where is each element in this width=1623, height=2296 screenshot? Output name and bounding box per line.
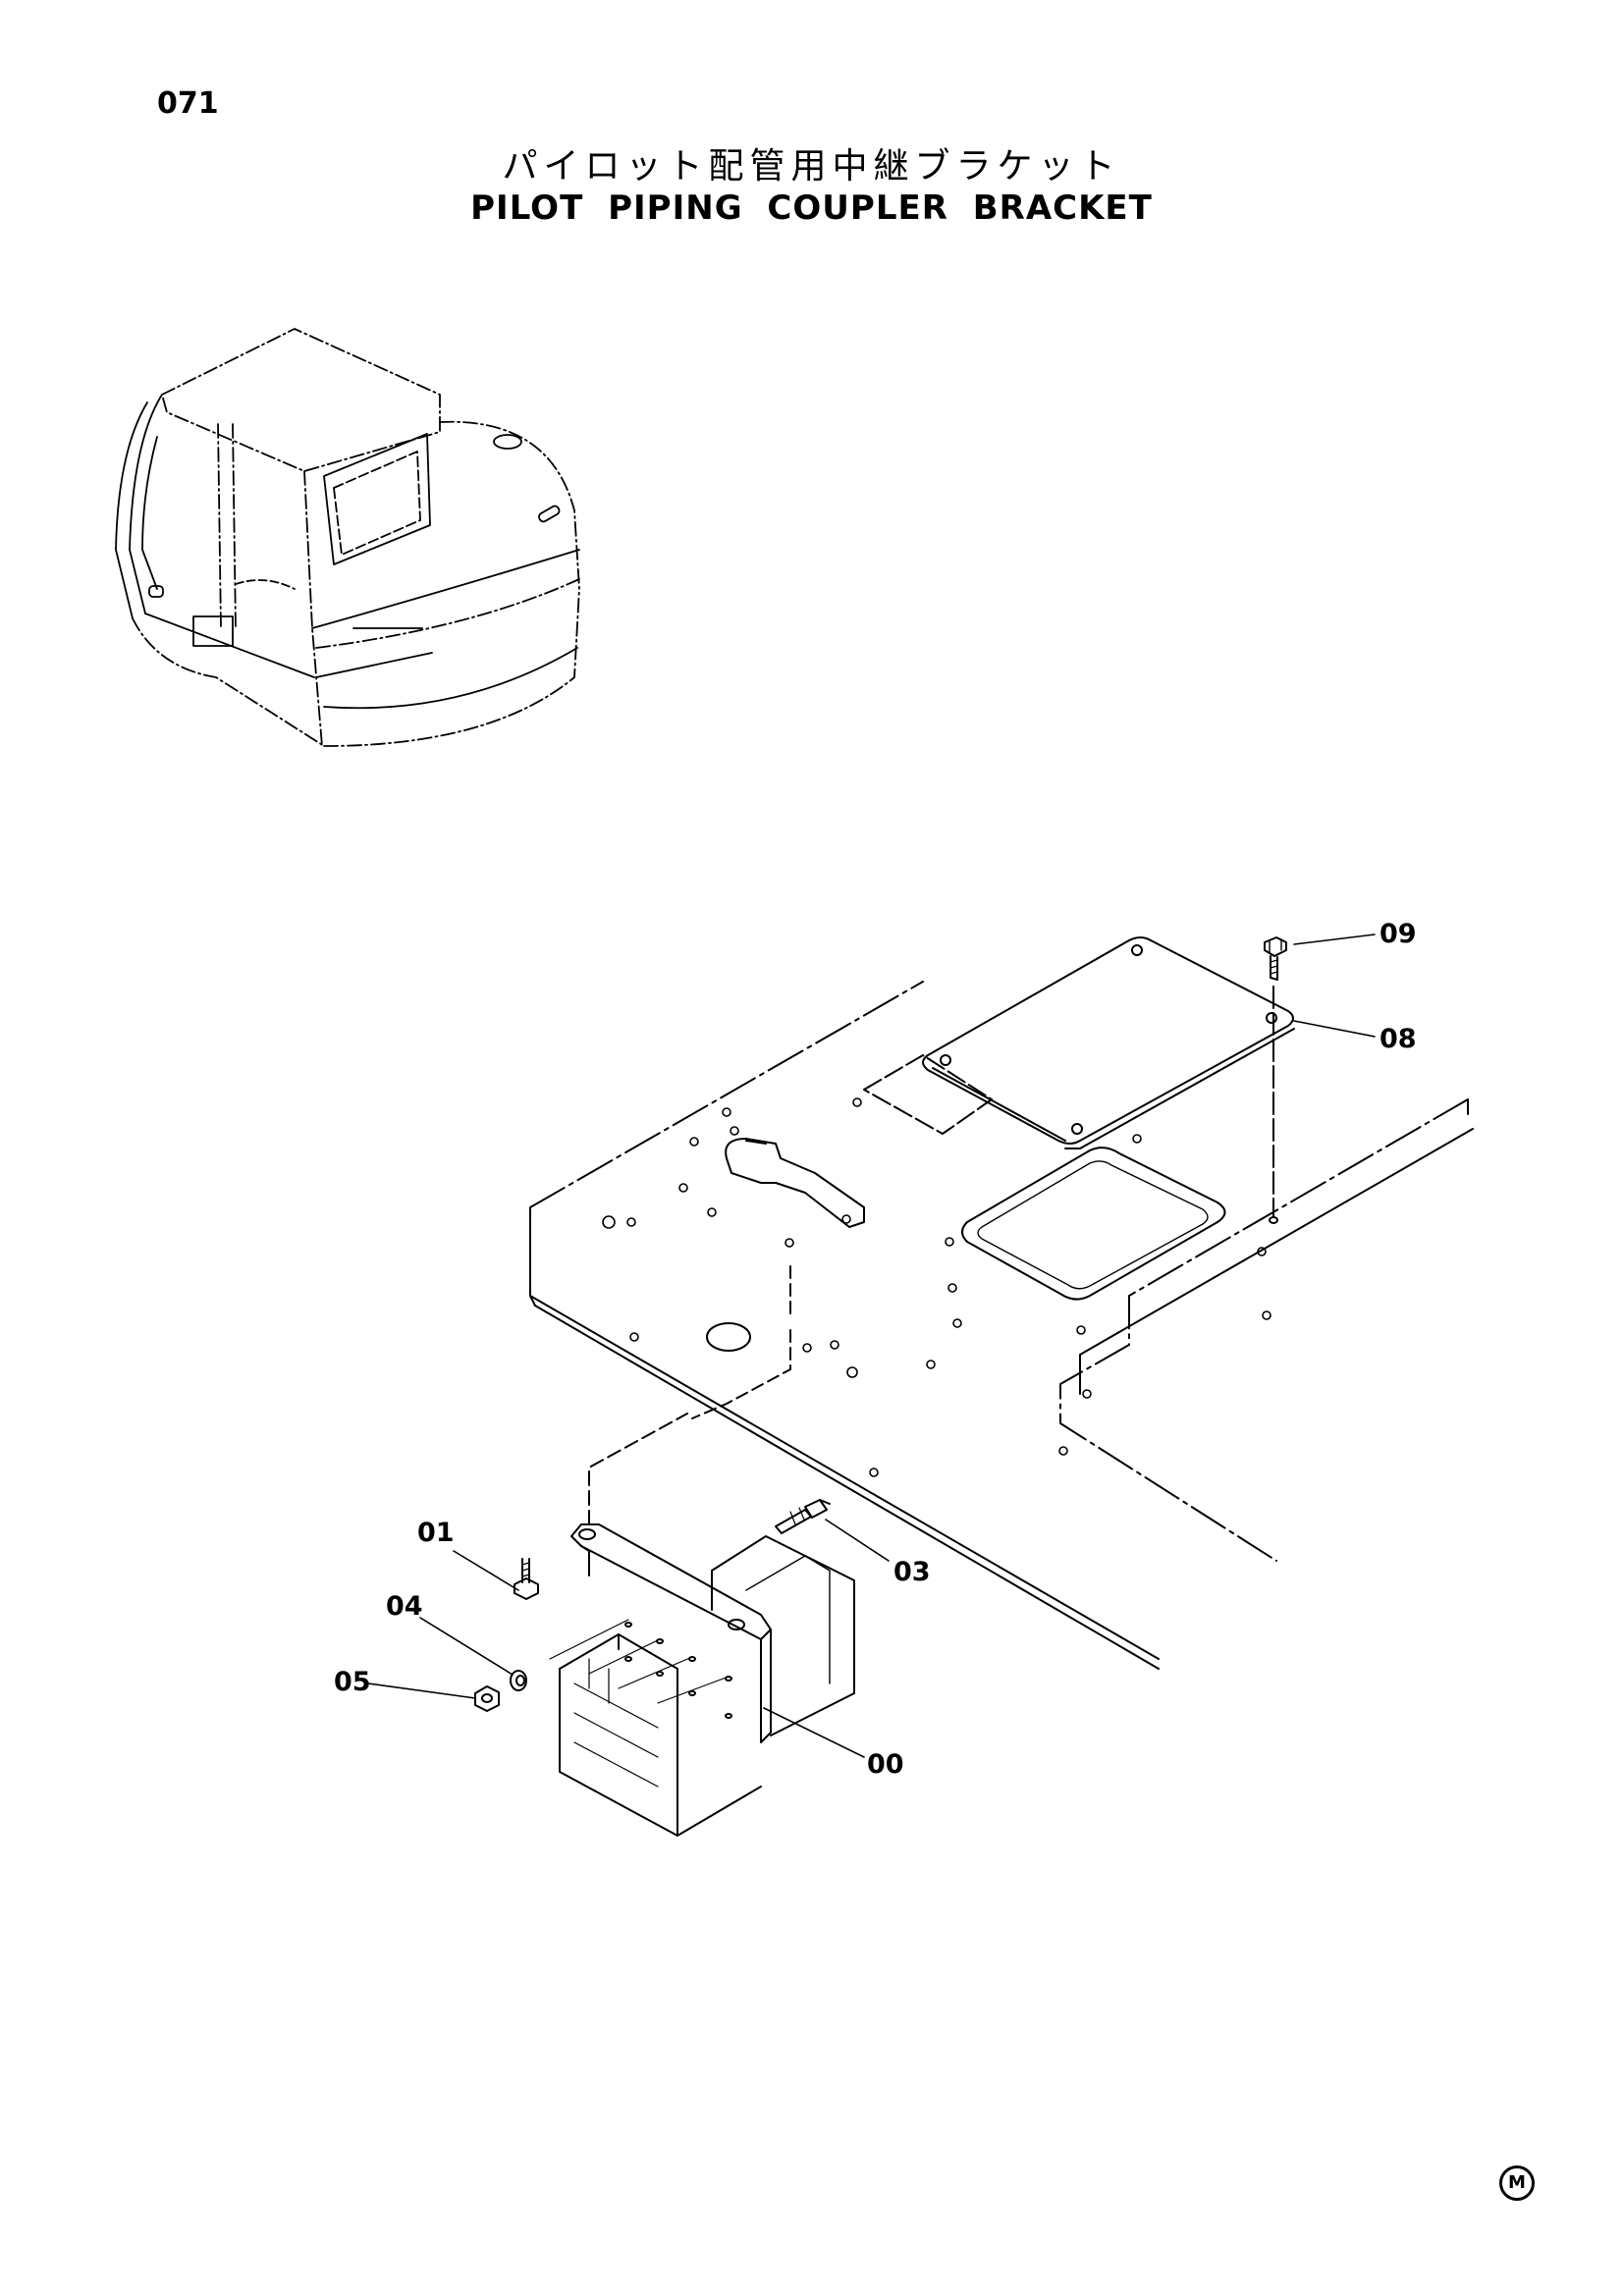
bolt-09-part (1264, 936, 1287, 1224)
cover-plate (922, 936, 1295, 1149)
leader-03 (825, 1519, 890, 1562)
machine-overview-illustration (115, 328, 580, 747)
callout-03: 03 (893, 1557, 931, 1587)
fitting-03-part (775, 1499, 831, 1534)
leader-01 (453, 1550, 519, 1591)
leader-00 (763, 1707, 865, 1758)
callout-01: 01 (417, 1518, 455, 1548)
page-title-english: PILOT PIPING COUPLER BRACKET (470, 188, 1153, 228)
leader-08 (1293, 1020, 1376, 1038)
callout-09: 09 (1380, 919, 1417, 949)
page-title-japanese: パイロット配管用中継ブラケット (502, 146, 1121, 187)
leader-09 (1293, 934, 1376, 945)
washer-04-part (510, 1670, 527, 1691)
leader-04 (419, 1617, 514, 1676)
leader-05 (367, 1682, 476, 1699)
callout-04: 04 (386, 1591, 423, 1622)
callout-05: 05 (334, 1667, 371, 1697)
leader-lines (367, 934, 1376, 1758)
page-number: 071 (157, 86, 219, 121)
callout-00: 00 (867, 1749, 904, 1780)
m-mark-symbol: M (1499, 2165, 1535, 2201)
callout-08: 08 (1380, 1024, 1417, 1054)
bolt-01-part (514, 1558, 539, 1600)
nut-05-part (474, 1685, 500, 1712)
floor-plate (529, 981, 1474, 1670)
coupler-bracket-part (549, 1413, 855, 1837)
